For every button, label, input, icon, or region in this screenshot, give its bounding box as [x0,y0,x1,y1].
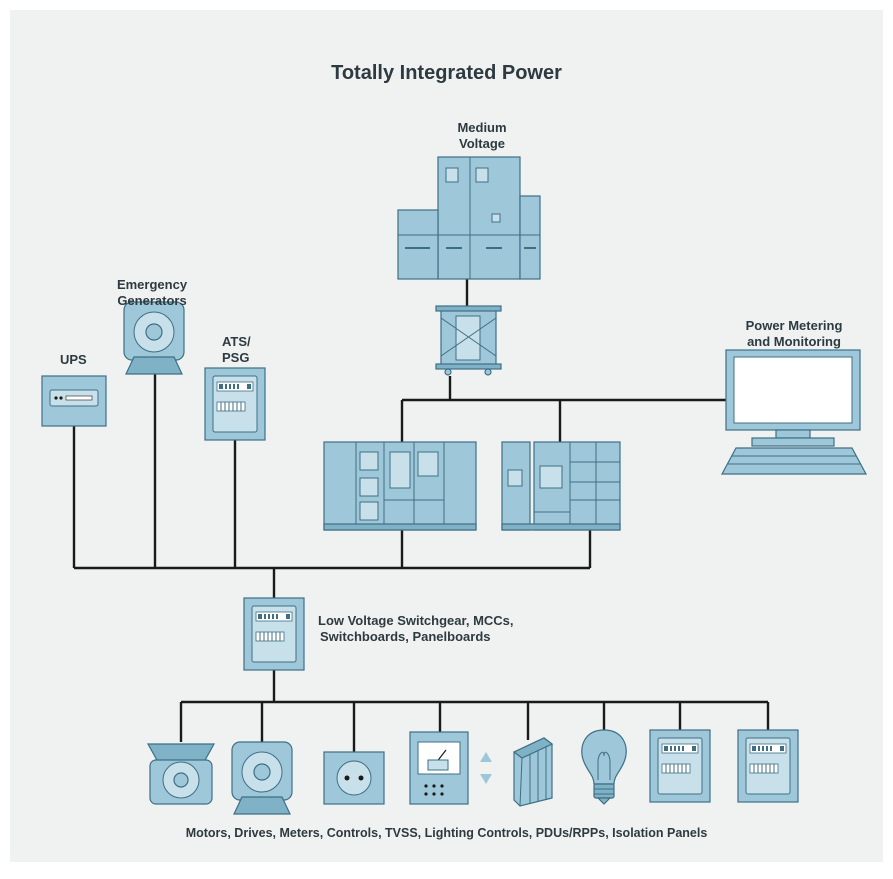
isolation-panel-icon [649,729,711,803]
power-metering-label: Power Metering and Monitoring [736,318,852,350]
panelboard-icon [243,597,305,671]
motor-icon [231,741,293,815]
isolation-panel-icon [737,729,799,803]
generator-icon [123,301,185,375]
ats-psg-label-line2: PSG [222,350,250,365]
low-voltage-label: Low Voltage Switchgear, MCCs, Switchboar… [318,613,514,645]
diagram-title: Totally Integrated Power [331,62,562,84]
medium-voltage-label-line1: Medium [457,120,507,135]
transformer-icon [435,305,502,376]
emergency-generators-label-line2: Generators [117,293,187,308]
emergency-generators-label-line1: Emergency [116,277,188,292]
ats-psg-label: ATS/ PSG [222,334,251,366]
power-metering-label-line2: and Monitoring [747,334,841,349]
medium-voltage-switchgear-icon [397,156,541,280]
emergency-generators-label: Emergency Generators [112,277,192,309]
ups-icon [41,375,107,427]
ups-label: UPS [60,352,87,367]
power-metering-label-line1: Power Metering [745,318,843,333]
outlet-icon [323,751,385,805]
light-bulb-icon [581,729,627,805]
medium-voltage-label: Medium Voltage [452,120,512,152]
ats-psg-label-line1: ATS/ [222,334,251,349]
meter-icon [409,731,469,805]
medium-voltage-label-line2: Voltage [459,136,505,151]
mcc-lineup-icon [501,441,621,531]
low-voltage-label-line1: Low Voltage Switchgear, MCCs, [318,613,514,628]
ats-panel-icon [204,367,266,441]
up-down-arrows-icon [480,752,492,784]
tvss-icon [512,737,554,807]
switchgear-lineup-icon [323,441,477,531]
low-voltage-label-line2: Switchboards, Panelboards [320,629,491,644]
computer-monitor-icon [720,349,868,475]
motor-icon [146,743,216,805]
loads-label: Motors, Drives, Meters, Controls, TVSS, … [185,826,708,840]
bus-lines [72,278,770,752]
